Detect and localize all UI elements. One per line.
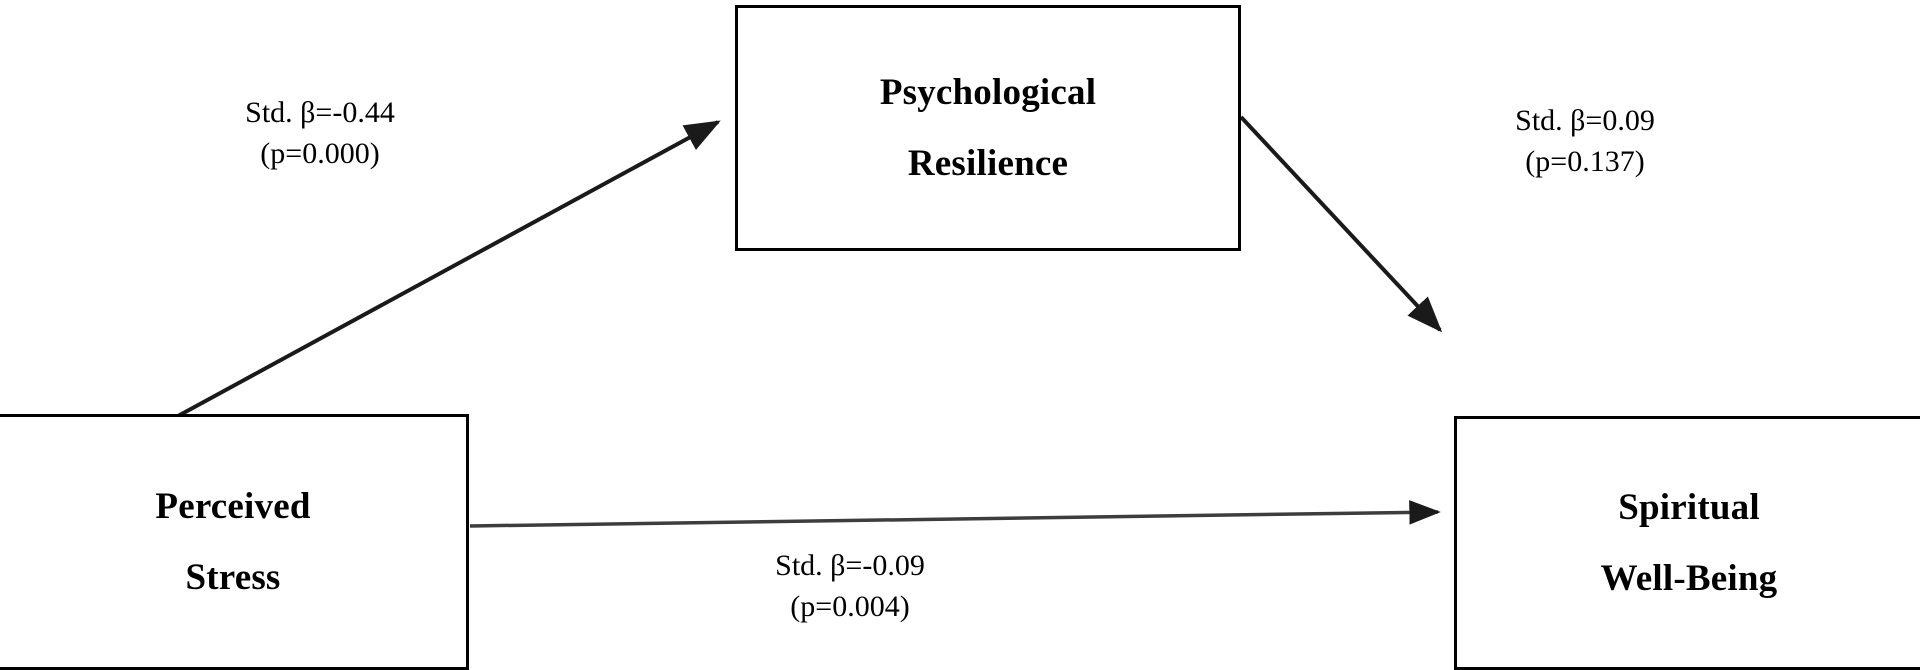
- path-label-resilience-to-wellbeing: Std. β=0.09 (p=0.137): [1425, 100, 1745, 183]
- node-resilience-line-1: Psychological: [879, 72, 1097, 113]
- arrow-stress-to-wellbeing: [469, 500, 1441, 528]
- path-c-beta: Std. β=-0.09: [775, 549, 925, 582]
- node-wellbeing-line-1: Spiritual: [1618, 487, 1760, 528]
- path-a-beta: Std. β=-0.44: [245, 96, 395, 129]
- node-spiritual-well-being[interactable]: Spiritual Well-Being: [1454, 416, 1920, 670]
- path-b-pvalue: (p=0.137): [1525, 145, 1645, 179]
- node-resilience-line-2: Resilience: [907, 143, 1069, 184]
- path-a-pvalue: (p=0.000): [260, 137, 380, 171]
- path-b-beta: Std. β=0.09: [1515, 104, 1655, 137]
- path-label-stress-to-wellbeing: Std. β=-0.09 (p=0.004): [640, 545, 1060, 628]
- path-label-stress-to-resilience: Std. β=-0.44 (p=0.000): [160, 92, 480, 175]
- arrow-stress-to-resilience: [177, 120, 721, 418]
- arrow-resilience-to-wellbeing: [1239, 115, 1443, 333]
- node-stress-line-1: Perceived: [155, 486, 311, 527]
- node-perceived-stress[interactable]: Perceived Stress: [0, 414, 469, 670]
- node-stress-line-2: Stress: [185, 557, 281, 598]
- node-psychological-resilience[interactable]: Psychological Resilience: [735, 5, 1241, 251]
- path-c-pvalue: (p=0.004): [790, 590, 910, 624]
- node-wellbeing-line-2: Well-Being: [1600, 558, 1778, 599]
